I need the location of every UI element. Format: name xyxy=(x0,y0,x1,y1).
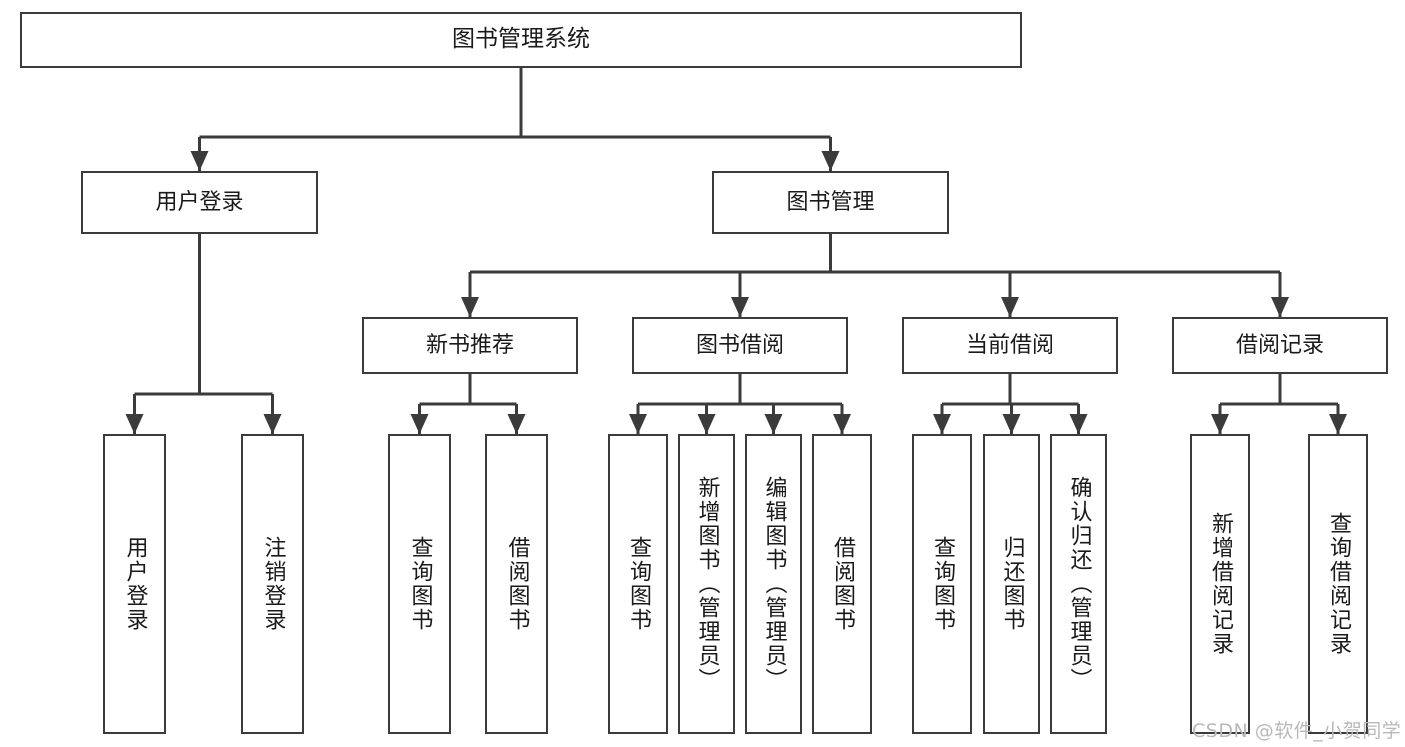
node-new-book-recommend[interactable]: 新书推荐 xyxy=(362,317,578,374)
node-borrow-record[interactable]: 借阅记录 xyxy=(1172,317,1388,374)
node-root[interactable]: 图书管理系统 xyxy=(20,12,1022,68)
node-label: 图书管理系统 xyxy=(452,26,590,53)
node-label: 用户登录 xyxy=(155,189,244,215)
node-leaf-rec-query-record[interactable]: 查询借阅记录 xyxy=(1308,434,1368,734)
node-label: 注销登录 xyxy=(260,536,286,632)
node-label: 新增图书（管理员） xyxy=(694,476,720,692)
node-book-manage[interactable]: 图书管理 xyxy=(712,171,949,234)
node-label: 借阅图书 xyxy=(504,536,530,632)
node-leaf-cur-return-book[interactable]: 归还图书 xyxy=(983,434,1040,734)
node-leaf-rec-add-record[interactable]: 新增借阅记录 xyxy=(1190,434,1250,734)
node-label: 查询图书 xyxy=(626,536,651,632)
node-leaf-borrow-edit-book[interactable]: 编辑图书（管理员） xyxy=(745,434,802,734)
node-user-login[interactable]: 用户登录 xyxy=(81,171,318,234)
node-label: 借阅记录 xyxy=(1235,332,1324,358)
node-leaf-user-login[interactable]: 用户登录 xyxy=(103,434,166,734)
node-leaf-borrow-lend-book[interactable]: 借阅图书 xyxy=(812,434,872,734)
node-label: 查询图书 xyxy=(930,536,955,632)
node-leaf-rec-borrow-book[interactable]: 借阅图书 xyxy=(485,434,548,734)
node-label: 图书管理 xyxy=(786,189,875,215)
node-label: 用户登录 xyxy=(122,536,148,632)
node-label: 查询借阅记录 xyxy=(1326,512,1351,656)
node-leaf-borrow-add-book[interactable]: 新增图书（管理员） xyxy=(678,434,735,734)
node-label: 图书借阅 xyxy=(695,332,784,358)
node-label: 当前借阅 xyxy=(965,332,1054,358)
node-label: 归还图书 xyxy=(999,536,1025,632)
node-leaf-rec-query-book[interactable]: 查询图书 xyxy=(388,434,451,734)
node-leaf-user-logout[interactable]: 注销登录 xyxy=(241,434,304,734)
node-leaf-cur-confirm-return[interactable]: 确认归还（管理员） xyxy=(1050,434,1107,734)
node-book-borrow[interactable]: 图书借阅 xyxy=(632,317,848,374)
node-current-borrow[interactable]: 当前借阅 xyxy=(902,317,1118,374)
node-label: 新书推荐 xyxy=(425,332,514,358)
node-leaf-borrow-query-book[interactable]: 查询图书 xyxy=(608,434,668,734)
node-label: 新增借阅记录 xyxy=(1208,512,1233,656)
node-leaf-cur-query-book[interactable]: 查询图书 xyxy=(912,434,972,734)
node-label: 编辑图书（管理员） xyxy=(761,476,787,692)
node-label: 借阅图书 xyxy=(830,536,855,632)
node-label: 查询图书 xyxy=(407,536,433,632)
node-label: 确认归还（管理员） xyxy=(1066,476,1092,692)
